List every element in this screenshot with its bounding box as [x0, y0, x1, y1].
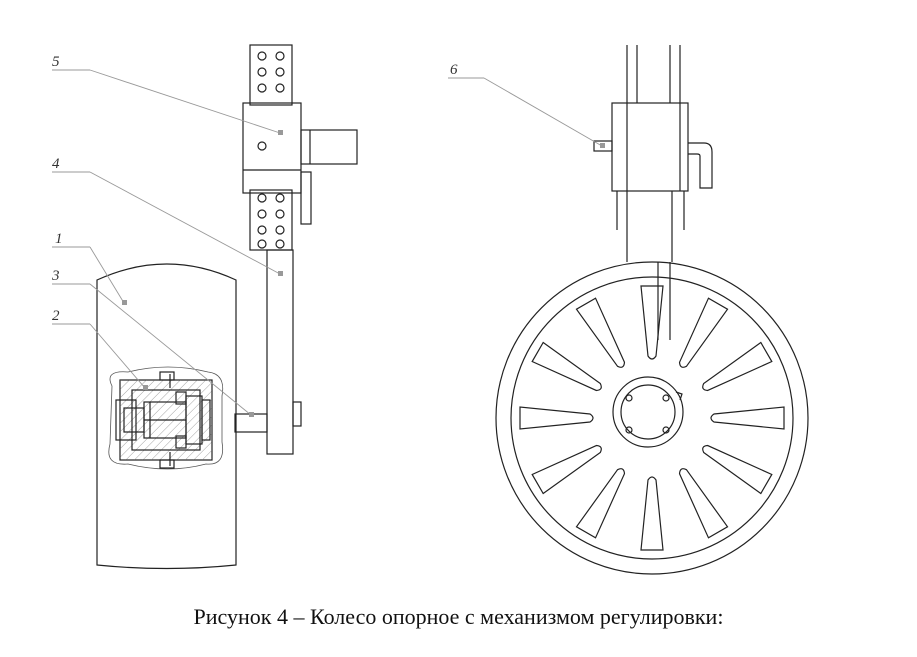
lock-handle [300, 171, 312, 225]
spoke-slot [531, 341, 602, 392]
spoke-slot [710, 406, 785, 430]
wheel-outer-rim [495, 261, 809, 575]
spoke-slot [702, 444, 773, 495]
wheel-side [96, 263, 237, 570]
clamp-bolt [257, 141, 267, 151]
perforated-bar-lower [249, 189, 293, 251]
spoke-slot [575, 468, 626, 539]
clamp-block-front [611, 102, 689, 192]
hub-section-outline [108, 366, 224, 470]
wheel-hub-inner [620, 384, 676, 440]
wheel-inner-rim [510, 276, 794, 560]
hub-bolts [625, 394, 670, 434]
spoke-slot [678, 297, 729, 368]
clamp-shaft [300, 129, 358, 165]
spoke-slot [519, 406, 594, 430]
spoke-slot [640, 285, 664, 360]
label-4: 4 [52, 156, 60, 172]
spoke-slot [575, 297, 626, 368]
clamp-block [242, 102, 302, 194]
callouts: 5 4 1 3 2 6 [51, 54, 605, 417]
perforated-bar-upper [249, 44, 293, 106]
bar-holes [257, 51, 285, 249]
spoke-slot [531, 444, 602, 495]
wheel-spoke-slots [519, 285, 785, 551]
hub-section [115, 371, 213, 469]
spoke-slot [702, 341, 773, 392]
label-6: 6 [450, 62, 458, 78]
side-view [96, 44, 358, 570]
label-2: 2 [52, 308, 60, 324]
label-5: 5 [52, 54, 60, 70]
bent-handle [688, 142, 713, 189]
spoke-slot [640, 476, 664, 551]
figure-caption: Рисунок 4 – Колесо опорное с механизмом … [193, 604, 724, 629]
spoke-slot [678, 468, 729, 539]
wheel-hub-outer [612, 376, 684, 448]
front-view [495, 45, 809, 575]
label-3: 3 [51, 268, 60, 284]
lock-pin [593, 140, 613, 152]
label-1: 1 [55, 231, 63, 247]
support-arm [266, 249, 294, 455]
